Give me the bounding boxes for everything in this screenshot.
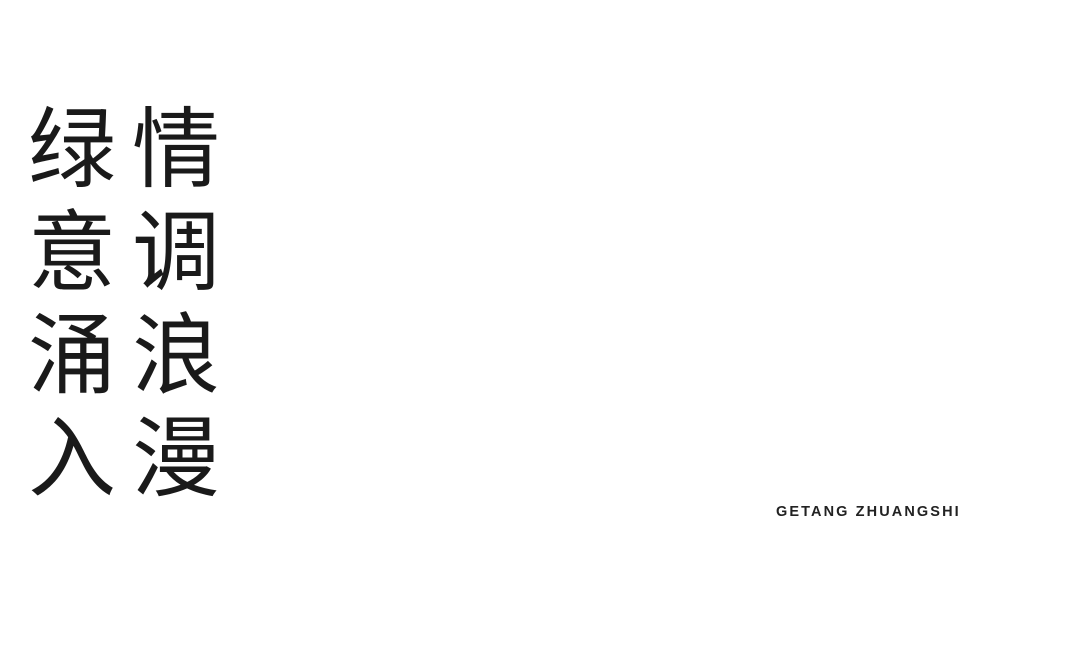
title-char: 浪 bbox=[132, 304, 221, 407]
brand-name: GETANG ZHUANGSHI bbox=[776, 504, 961, 520]
title-char: 意 bbox=[28, 201, 117, 304]
title-char: 涌 bbox=[28, 304, 117, 407]
title-char: 绿 bbox=[28, 98, 117, 201]
title-char: 入 bbox=[28, 407, 117, 510]
title-char: 调 bbox=[132, 201, 221, 304]
vertical-title: 绿 情 意 调 涌 浪 入 漫 bbox=[28, 100, 236, 512]
title-char: 漫 bbox=[132, 407, 221, 510]
title-char: 情 bbox=[132, 98, 221, 201]
